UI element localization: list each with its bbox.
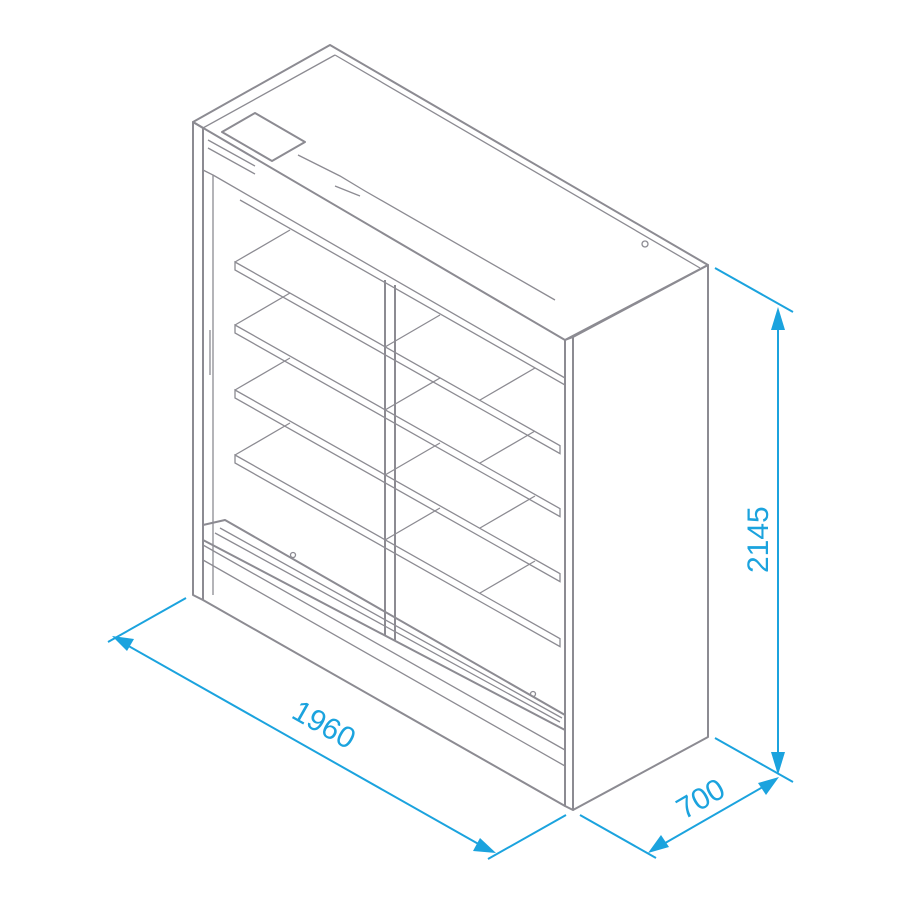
right-side-panel [572, 264, 709, 811]
left-side-panel [192, 121, 204, 601]
shelf [234, 357, 561, 583]
arrow-head [771, 752, 785, 775]
shelf [234, 229, 561, 455]
base-grille [202, 519, 566, 731]
arrow-head [648, 835, 669, 853]
shelf [234, 292, 561, 518]
door-divider [384, 280, 396, 640]
shelves [234, 229, 561, 648]
shelf [234, 422, 561, 648]
arrow-head [473, 838, 496, 853]
right-front-edge [564, 336, 574, 811]
cabinet-outline [192, 44, 709, 811]
arrow-head [112, 636, 134, 651]
arrow-head [771, 307, 785, 330]
cabinet-bottom [202, 599, 566, 807]
width-dimension-line [107, 597, 567, 860]
arrow-head [758, 777, 779, 795]
height-label: 2145 [742, 506, 775, 573]
depth-dimension-line [579, 783, 769, 859]
width-label: 1960 [287, 694, 361, 756]
depth-label: 700 [671, 772, 731, 826]
control-panel [221, 112, 306, 162]
cabinet-top [192, 44, 709, 341]
dimension-lines [107, 267, 794, 860]
height-dimension-line [714, 267, 794, 783]
